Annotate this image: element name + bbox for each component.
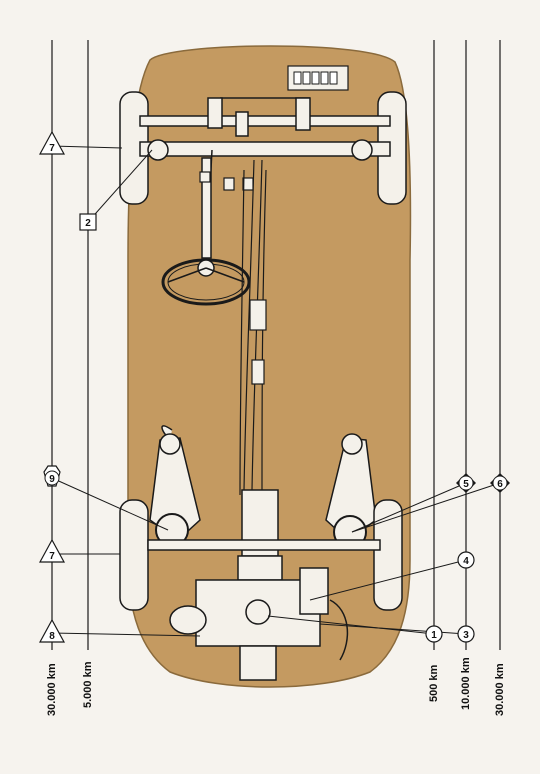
marker-7-rear: 7 [38,538,66,563]
marker-5: 5 [456,473,476,493]
fuse-box [287,65,349,91]
svg-text:6: 6 [497,479,503,490]
rear-right-tyre [373,499,403,611]
svg-text:4: 4 [463,556,469,567]
scale-label-right-1: 500 km [428,664,440,702]
svg-text:3: 3 [463,630,469,641]
pedals [199,171,254,191]
front-axle [139,97,391,161]
right-scale-lines [433,40,501,650]
scale-label-left-1: 30.000 km [46,663,58,716]
rear-left-tyre [119,499,149,611]
svg-text:7: 7 [49,143,55,154]
marker-9: 9 [43,465,61,487]
marker-7-front: 7 [38,130,66,155]
gearbox [147,489,381,581]
svg-text:9: 9 [49,474,55,485]
marker-4: 4 [457,551,475,569]
marker-1: 1 [425,625,443,643]
rear-left-shock [159,433,181,455]
marker-2: 2 [79,213,97,231]
steering [161,149,251,306]
control-cables [239,159,267,496]
scale-label-right-2: 10.000 km [460,657,472,710]
rear-right-shock [341,433,363,455]
svg-text:1: 1 [431,630,437,641]
marker-3: 3 [457,625,475,643]
svg-text:7: 7 [49,551,55,562]
scale-label-right-3: 30.000 km [494,663,506,716]
scale-label-left-2: 5.000 km [82,661,94,708]
marker-8: 8 [38,618,66,643]
svg-text:8: 8 [49,631,55,642]
engine [169,567,349,681]
svg-text:2: 2 [85,218,91,229]
svg-text:5: 5 [463,479,469,490]
marker-6: 6 [490,473,510,493]
